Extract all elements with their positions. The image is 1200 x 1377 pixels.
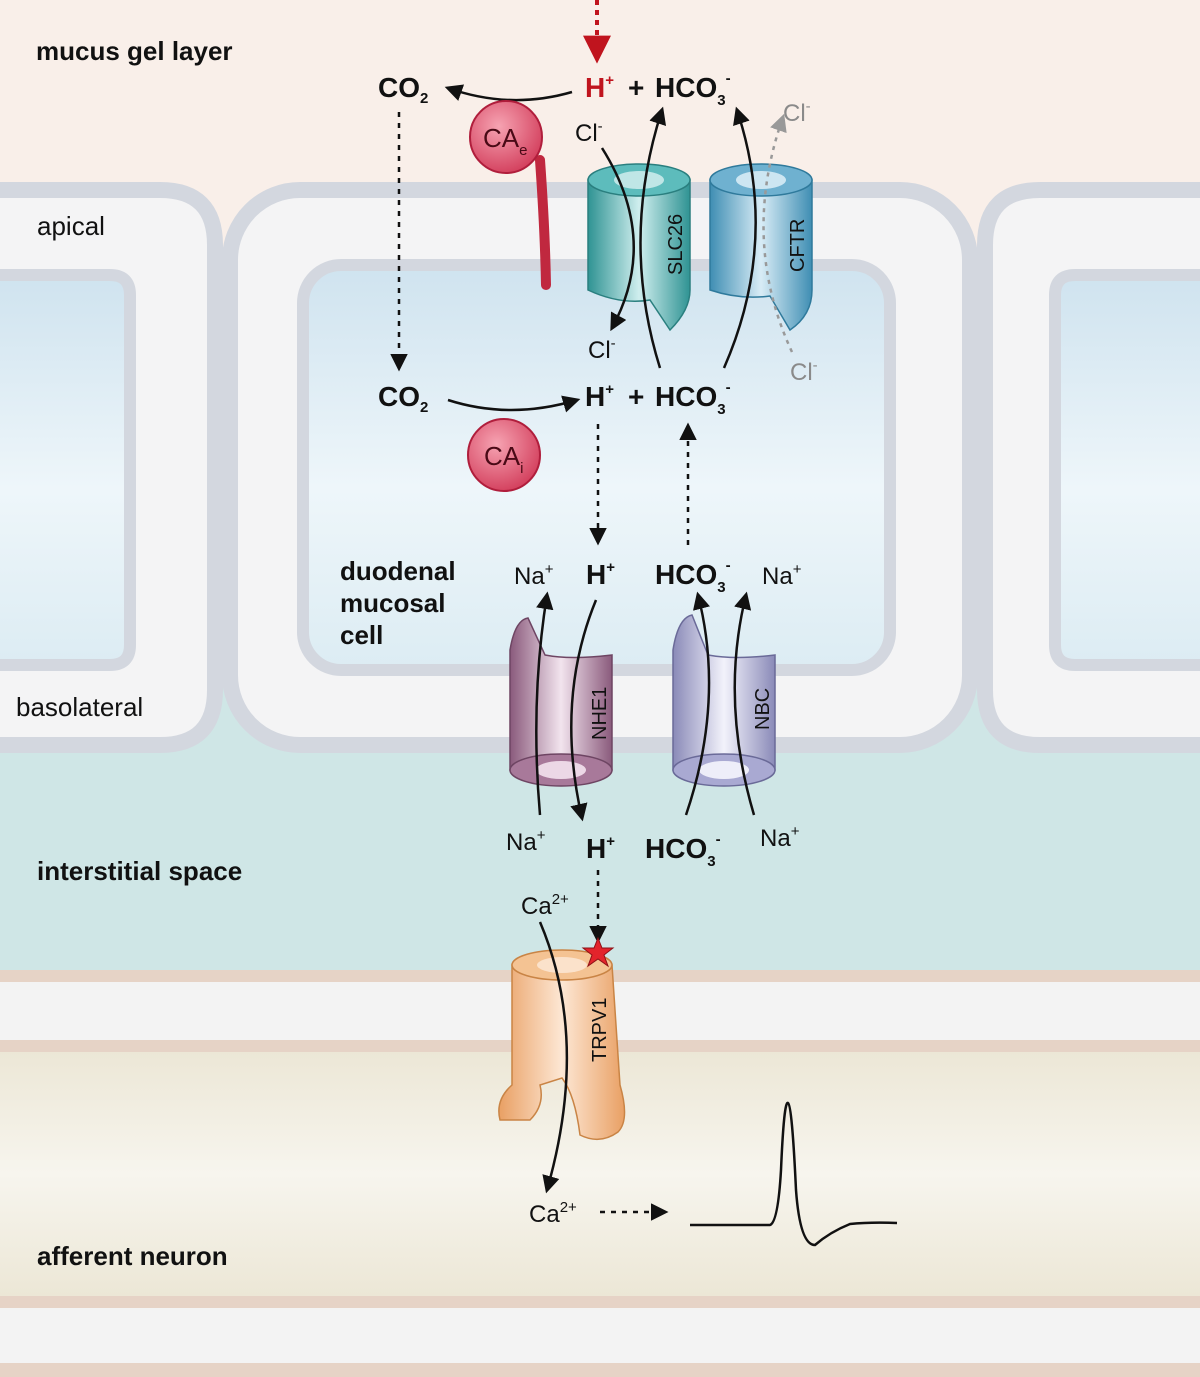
plus-lumen: + bbox=[628, 72, 644, 103]
cl-lumen-slc26: Cl- bbox=[575, 118, 603, 147]
label-basolateral: basolateral bbox=[16, 692, 143, 722]
cftr-label: CFTR bbox=[787, 219, 809, 272]
ca-i-label: CAi bbox=[484, 441, 523, 477]
label-duodenal-mucosal-cell: duodenal mucosal cell bbox=[340, 556, 456, 650]
cell-reaction-arrow bbox=[447, 395, 581, 413]
trpv1-body bbox=[498, 964, 626, 1141]
slc26-channel: SLC26 bbox=[587, 163, 691, 332]
ca-i-enzyme bbox=[467, 418, 541, 492]
cl-lumen-cftr: Cl- bbox=[783, 98, 811, 127]
label-mucus-gel-layer: mucus gel layer bbox=[36, 36, 233, 66]
hco3-lumen: HCO3- bbox=[655, 70, 731, 109]
cell-label-line-1: duodenal bbox=[340, 556, 456, 586]
nbc-pore bbox=[699, 761, 749, 779]
nhe1-label: NHE1 bbox=[589, 687, 611, 740]
hco3-cftr-arrow bbox=[722, 106, 757, 369]
hco3-cell: HCO3- bbox=[655, 379, 731, 418]
neuron-border-bottom bbox=[0, 1363, 1200, 1377]
ca-e-enzyme bbox=[469, 100, 543, 174]
na-nbc-arrow bbox=[733, 591, 756, 816]
co2-cell: CO2 bbox=[378, 381, 428, 416]
na-cell-nbc: Na+ bbox=[762, 561, 802, 590]
label-afferent-neuron: afferent neuron bbox=[37, 1241, 228, 1271]
cl-slc26-arrow bbox=[600, 147, 635, 332]
plus-cell: + bbox=[628, 381, 644, 412]
ca-interstitial: Ca2+ bbox=[521, 891, 569, 920]
slc26-pore bbox=[614, 171, 664, 189]
cftr-pore bbox=[736, 171, 786, 189]
ca-e-anchor bbox=[535, 155, 551, 290]
ca-e-label: CAe bbox=[483, 123, 527, 159]
nbc-channel: NBC bbox=[672, 614, 776, 787]
h-lumen: H+ bbox=[585, 72, 614, 103]
cl-cftr-arrow bbox=[762, 113, 794, 353]
action-potential-trace bbox=[690, 1101, 898, 1247]
na-cell-nhe1: Na+ bbox=[514, 561, 554, 590]
label-interstitial-space: interstitial space bbox=[37, 856, 242, 886]
ca-neuron: Ca2+ bbox=[529, 1199, 577, 1228]
h-nhe1-arrow bbox=[570, 599, 598, 822]
cell-label-line-2: mucosal bbox=[340, 588, 446, 618]
left-cell-interior bbox=[0, 269, 136, 671]
hco3-cell-nbc: HCO3- bbox=[655, 557, 731, 596]
hco3-interstitial: HCO3- bbox=[645, 831, 721, 870]
slc26-label: SLC26 bbox=[665, 214, 687, 275]
na-nhe1-arrow bbox=[535, 591, 554, 816]
trpv1-label: TRPV1 bbox=[589, 998, 611, 1062]
cl-cell-slc26: Cl- bbox=[588, 335, 616, 364]
h-interstitial: H+ bbox=[586, 833, 615, 864]
label-apical: apical bbox=[37, 211, 105, 241]
na-interstitial-nhe1: Na+ bbox=[506, 827, 546, 856]
h-cell: H+ bbox=[585, 381, 614, 412]
hco3-nbc-arrow bbox=[684, 591, 711, 816]
cftr-channel: CFTR bbox=[709, 163, 813, 332]
slc26-body bbox=[587, 179, 691, 332]
neuron-border-low bbox=[0, 1296, 1200, 1308]
lumen-reaction-arrow bbox=[444, 84, 573, 102]
co2-lumen: CO2 bbox=[378, 72, 428, 107]
epithelial-cells bbox=[0, 182, 1200, 753]
cell-label-line-3: cell bbox=[340, 620, 383, 650]
cl-cell-cftr: Cl- bbox=[790, 357, 818, 386]
trpv1-channel: TRPV1 bbox=[498, 949, 626, 1141]
activation-star bbox=[581, 936, 615, 968]
h-cell-nhe1: H+ bbox=[586, 559, 615, 590]
trpv1-pore bbox=[537, 957, 587, 973]
hco3-slc26-arrow bbox=[639, 106, 667, 369]
cftr-body bbox=[709, 179, 813, 332]
nhe1-pore bbox=[536, 761, 586, 779]
mucus-layer-bg bbox=[0, 0, 1200, 200]
right-cell-interior bbox=[1049, 269, 1200, 671]
na-interstitial-nbc: Na+ bbox=[760, 823, 800, 852]
nbc-label: NBC bbox=[752, 688, 774, 730]
neuron-sheath-bottom bbox=[0, 1308, 1200, 1365]
ca-influx-arrow bbox=[538, 921, 569, 1194]
